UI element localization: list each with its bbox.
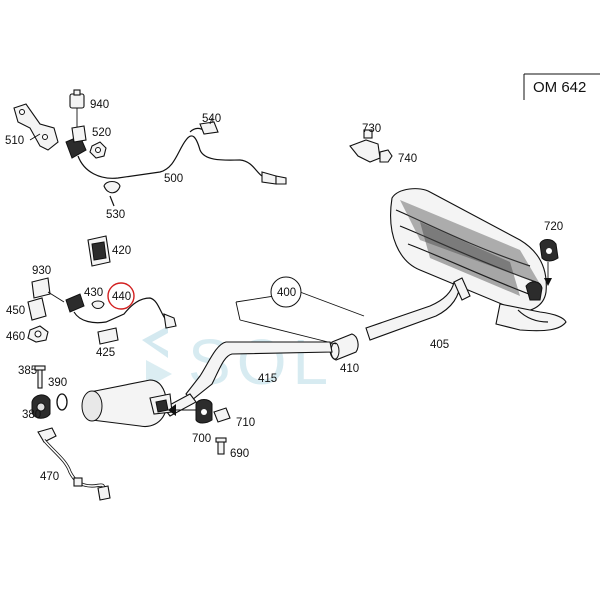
callout-740: 740 (398, 153, 417, 165)
callout-470: 470 (40, 471, 59, 483)
clip-425 (97, 327, 119, 345)
callout-530: 530 (106, 209, 125, 221)
connector-930 (31, 277, 65, 303)
catalytic-converter (81, 379, 173, 428)
bolt-730 (349, 129, 393, 163)
callout-385: 385 (18, 365, 37, 377)
callout-730: 730 (362, 123, 381, 135)
sensor-500 (65, 125, 287, 185)
callout-415: 415 (258, 373, 277, 385)
bracket-510 (13, 103, 59, 151)
rear-silencer (390, 188, 567, 332)
sensor-440 (65, 293, 177, 329)
clip-530 (103, 180, 121, 207)
callout-460: 460 (6, 331, 25, 343)
nut-460 (27, 325, 49, 343)
callout-940: 940 (90, 99, 109, 111)
highlight-circle-440 (107, 282, 135, 310)
connector-940 (69, 89, 85, 128)
callout-410: 410 (340, 363, 359, 375)
clip-420 (87, 235, 111, 267)
callout-420: 420 (112, 245, 131, 257)
callout-690: 690 (230, 448, 249, 460)
callout-500: 500 (164, 173, 183, 185)
engine-code-box: OM 642 (523, 73, 600, 100)
callout-510: 510 (5, 135, 24, 147)
callout-430: 430 (84, 287, 103, 299)
bracket-700 (168, 399, 231, 424)
callout-425: 425 (96, 347, 115, 359)
callout-400: 400 (277, 287, 296, 299)
gasket-390 (56, 393, 68, 411)
callout-720: 720 (544, 221, 563, 233)
hanger-720 (525, 239, 559, 301)
circle-400 (270, 276, 302, 308)
callout-520: 520 (92, 127, 111, 139)
callout-440: 440 (112, 291, 131, 303)
clamp-410 (329, 333, 359, 361)
callout-450: 450 (6, 305, 25, 317)
nut-520 (89, 141, 107, 159)
flange-380 (31, 394, 51, 419)
pipe-405 (365, 277, 471, 341)
callout-700: 700 (192, 433, 211, 445)
bolt-385 (34, 365, 46, 389)
lambda-sensor-470 (37, 427, 111, 501)
callout-540: 540 (202, 113, 221, 125)
callout-380: 380 (22, 409, 41, 421)
callout-710: 710 (236, 417, 255, 429)
callout-390: 390 (48, 377, 67, 389)
engine-code-label: OM 642 (533, 79, 586, 96)
bolt-690 (215, 437, 227, 455)
watermark-logo-icon (142, 326, 168, 358)
clip-540 (199, 117, 219, 135)
watermark: SOL (142, 326, 328, 398)
callout-405: 405 (430, 339, 449, 351)
callout-930: 930 (32, 265, 51, 277)
bracket-450 (27, 297, 47, 321)
